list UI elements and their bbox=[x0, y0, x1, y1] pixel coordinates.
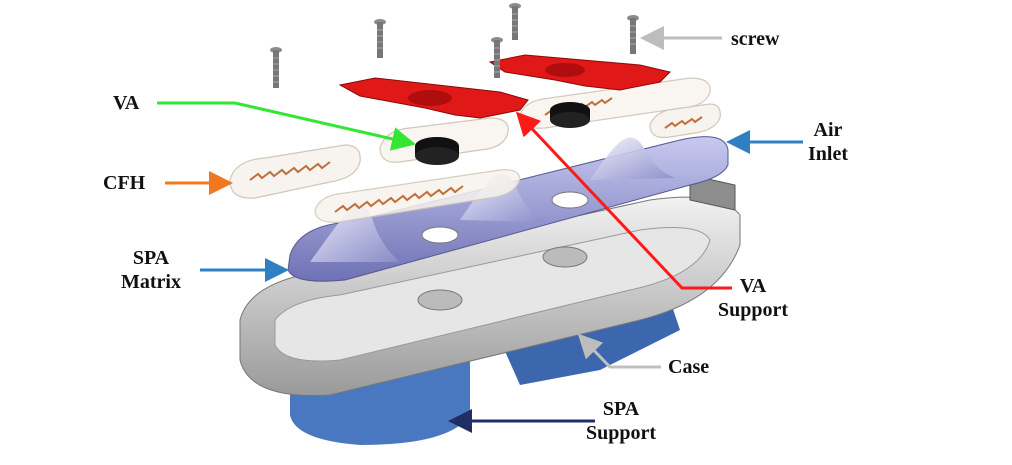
case-label: Case bbox=[668, 356, 710, 378]
va-support-part bbox=[338, 54, 671, 119]
spa-matrix-label-line2: Matrix bbox=[121, 271, 181, 293]
air-inlet-label: Air Inlet bbox=[808, 118, 848, 166]
va-arrow bbox=[157, 101, 416, 151]
spa-matrix-label: SPA Matrix bbox=[121, 246, 181, 294]
va-support-label: VA Support bbox=[718, 274, 788, 322]
air-inlet-label-line1: Air bbox=[813, 119, 843, 141]
screw-label: screw bbox=[731, 28, 780, 50]
spa-support-label-line1: SPA bbox=[602, 398, 640, 420]
va-support-label-line1: VA bbox=[739, 275, 767, 297]
case-arrow bbox=[577, 333, 661, 369]
va-support-arrow bbox=[515, 111, 732, 290]
spa-matrix-label-line1: SPA bbox=[132, 247, 170, 269]
screw-part bbox=[270, 3, 639, 88]
cfh-label: CFH bbox=[103, 172, 146, 194]
spa-support-label: SPA Support bbox=[586, 397, 656, 445]
air-inlet-label-line2: Inlet bbox=[808, 143, 848, 165]
va-label: VA bbox=[113, 92, 140, 114]
case-part bbox=[239, 174, 741, 397]
spa-matrix-part bbox=[287, 136, 729, 282]
spa-support-label-line2: Support bbox=[586, 422, 657, 444]
cfh-heater-part bbox=[229, 103, 721, 223]
va-support-label-line2: Support bbox=[718, 299, 789, 321]
